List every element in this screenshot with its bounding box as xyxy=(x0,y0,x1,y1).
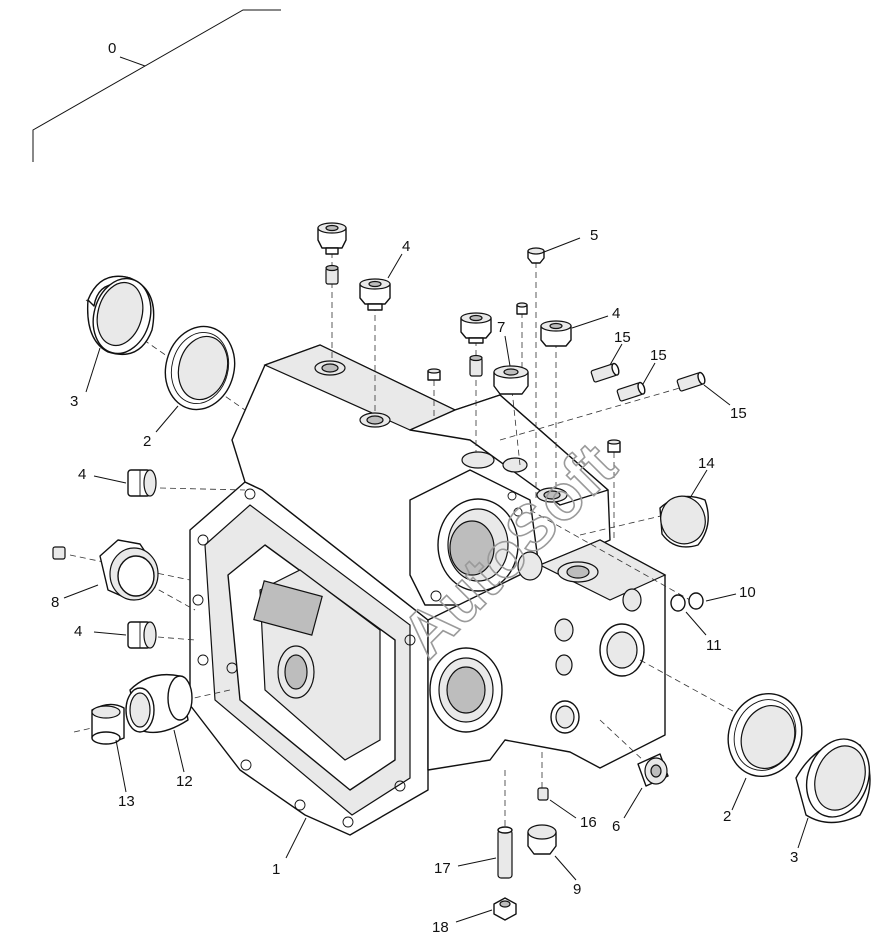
housing-body xyxy=(189,344,667,836)
callout-12: 12 xyxy=(176,773,193,790)
callout-8: 8 xyxy=(51,594,59,611)
callout-2: 2 xyxy=(723,808,731,825)
seal-2-lower xyxy=(727,692,803,778)
seal-2-upper xyxy=(164,325,236,411)
plug-4-top xyxy=(359,278,391,311)
callout-17: 17 xyxy=(434,860,451,877)
bottom-parts xyxy=(493,787,557,921)
callout-leaders xyxy=(63,56,809,923)
bushing-13 xyxy=(91,703,125,745)
callout-0: 0 xyxy=(108,40,116,57)
callout-14: 14 xyxy=(698,455,715,472)
callout-4: 4 xyxy=(402,238,410,255)
plug-4-left-lower xyxy=(127,621,157,649)
callout-4: 4 xyxy=(78,466,86,483)
plug-4-right xyxy=(540,320,572,347)
assembly-bracket xyxy=(32,9,281,162)
sleeve-3-lower xyxy=(795,738,871,824)
callout-4: 4 xyxy=(74,623,82,640)
orifices-15 xyxy=(590,362,706,402)
plug-5 xyxy=(527,247,545,264)
sleeve-14 xyxy=(659,495,709,548)
bushing-12 xyxy=(125,673,193,734)
callout-1: 1 xyxy=(272,861,280,878)
callout-5: 5 xyxy=(590,227,598,244)
pin-left xyxy=(52,546,66,560)
sleeve-3-upper xyxy=(86,275,155,356)
callout-labels: 0 5 4 4 7 15 15 15 3 2 4 14 8 4 10 11 12… xyxy=(51,40,798,936)
callout-7: 7 xyxy=(497,319,505,336)
callout-2: 2 xyxy=(143,433,151,450)
callout-6: 6 xyxy=(612,818,620,835)
callout-18: 18 xyxy=(432,919,449,936)
callout-3: 3 xyxy=(70,393,78,410)
small-pins-top xyxy=(427,302,621,453)
plug-6 xyxy=(637,753,669,787)
plug-middle-left xyxy=(460,312,492,377)
plug-7 xyxy=(493,365,529,395)
callout-3: 3 xyxy=(790,849,798,866)
plug-4-left-upper xyxy=(127,469,157,497)
plug-8 xyxy=(99,539,159,601)
callout-15: 15 xyxy=(650,347,667,364)
callout-9: 9 xyxy=(573,881,581,898)
callout-4: 4 xyxy=(612,305,620,322)
callout-11: 11 xyxy=(706,637,722,654)
pins-10-11 xyxy=(670,592,704,612)
callout-15: 15 xyxy=(614,329,631,346)
callout-16: 16 xyxy=(580,814,597,831)
callout-10: 10 xyxy=(739,584,756,601)
callout-13: 13 xyxy=(118,793,135,810)
callout-15: 15 xyxy=(730,405,747,422)
plug-top-left xyxy=(317,222,347,285)
